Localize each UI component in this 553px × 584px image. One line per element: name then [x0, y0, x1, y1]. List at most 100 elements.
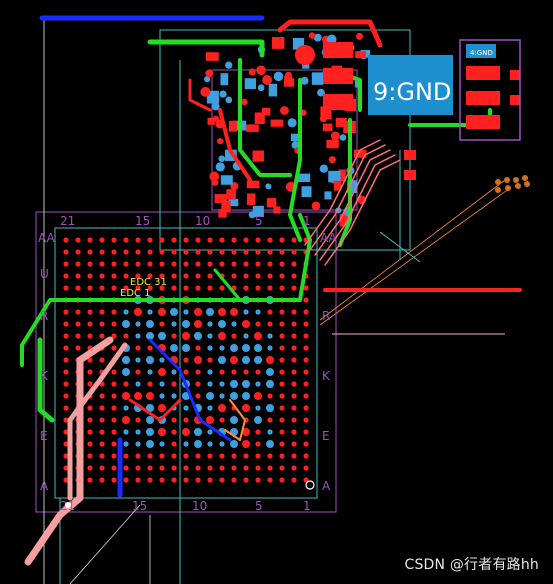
top-pad[interactable]: [206, 96, 220, 104]
bga-ball[interactable]: [231, 249, 237, 255]
bga-ball[interactable]: [303, 321, 309, 327]
bga-ball[interactable]: [135, 465, 141, 471]
bga-ball[interactable]: [267, 453, 273, 459]
bga-ball[interactable]: [63, 357, 69, 363]
bga-ball[interactable]: [207, 273, 213, 279]
trace-red-bga-1[interactable]: [128, 398, 182, 422]
top-pad[interactable]: [353, 149, 367, 158]
bga-ball[interactable]: [63, 453, 69, 459]
bga-ball[interactable]: [63, 249, 69, 255]
trace-red-top[interactable]: [277, 19, 383, 48]
bga-ball[interactable]: [291, 309, 297, 315]
top-pad[interactable]: [248, 68, 256, 76]
bga-ball[interactable]: [242, 428, 250, 436]
bga-ball[interactable]: [122, 392, 130, 400]
bga-ball[interactable]: [207, 249, 213, 255]
bga-ball[interactable]: [218, 320, 226, 328]
bga-ball[interactable]: [171, 477, 177, 483]
bga-ball[interactable]: [303, 381, 309, 387]
bga-ball[interactable]: [159, 477, 165, 483]
bga-ball[interactable]: [159, 321, 165, 327]
bga-ball[interactable]: [99, 405, 105, 411]
top-pad[interactable]: [257, 84, 265, 92]
top-pad[interactable]: [228, 198, 239, 207]
trace-green-top[interactable]: [147, 39, 265, 58]
bga-ball[interactable]: [230, 344, 238, 352]
top-pad[interactable]: [291, 141, 300, 149]
bga-ball[interactable]: [255, 441, 261, 447]
bga-ball[interactable]: [207, 441, 213, 447]
bga-ball[interactable]: [75, 345, 81, 351]
bga-ball[interactable]: [279, 261, 285, 267]
bga-ball[interactable]: [266, 368, 274, 376]
bga-ball[interactable]: [123, 477, 129, 483]
top-pad[interactable]: [355, 51, 366, 59]
bga-ball[interactable]: [279, 429, 285, 435]
bga-ball[interactable]: [195, 285, 201, 291]
bga-ball[interactable]: [75, 333, 81, 339]
bga-ball[interactable]: [218, 404, 226, 412]
bga-ball[interactable]: [254, 416, 262, 424]
bga-ball[interactable]: [122, 416, 130, 424]
top-pad[interactable]: [205, 52, 219, 61]
bga-ball[interactable]: [267, 465, 273, 471]
bga-ball[interactable]: [75, 249, 81, 255]
orange-via[interactable]: [524, 181, 530, 187]
trace-bus-5[interactable]: [324, 159, 401, 266]
bga-ball[interactable]: [243, 285, 249, 291]
bga-ball[interactable]: [87, 465, 93, 471]
top-pad[interactable]: [330, 131, 340, 141]
bga-ball[interactable]: [219, 453, 225, 459]
bga-ball[interactable]: [158, 368, 166, 376]
bga-ball[interactable]: [63, 429, 69, 435]
bga-ball[interactable]: [135, 429, 141, 435]
top-pad[interactable]: [328, 170, 341, 183]
bga-ball[interactable]: [122, 356, 130, 364]
bga-ball[interactable]: [123, 453, 129, 459]
trace-green-long[interactable]: [20, 213, 312, 367]
bga-ball[interactable]: [123, 285, 129, 291]
pad-small-2[interactable]: [404, 170, 416, 180]
bga-ball[interactable]: [303, 333, 309, 339]
bga-ball[interactable]: [111, 465, 117, 471]
bga-ball[interactable]: [279, 357, 285, 363]
orange-via[interactable]: [505, 185, 511, 191]
bga-ball[interactable]: [218, 332, 226, 340]
bga-ball[interactable]: [159, 441, 165, 447]
bga-ball[interactable]: [63, 441, 69, 447]
bga-ball[interactable]: [87, 405, 93, 411]
bga-ball[interactable]: [87, 357, 93, 363]
bga-ball[interactable]: [75, 237, 81, 243]
bga-ball[interactable]: [111, 321, 117, 327]
bga-ball[interactable]: [183, 417, 189, 423]
top-pad[interactable]: [287, 118, 297, 128]
bga-ball[interactable]: [231, 477, 237, 483]
bga-ball[interactable]: [122, 320, 130, 328]
orange-via[interactable]: [495, 179, 501, 185]
bga-ball[interactable]: [147, 237, 153, 243]
bga-ball[interactable]: [147, 369, 153, 375]
top-pad[interactable]: [214, 194, 228, 204]
bga-ball[interactable]: [254, 392, 262, 400]
top-pad[interactable]: [268, 83, 278, 97]
top-pad[interactable]: [326, 34, 337, 45]
bga-ball[interactable]: [146, 428, 154, 436]
bga-ball[interactable]: [267, 429, 273, 435]
bga-ball[interactable]: [254, 332, 262, 340]
bga-ball[interactable]: [87, 309, 93, 315]
bga-ball[interactable]: [219, 261, 225, 267]
bga-ball[interactable]: [183, 405, 189, 411]
top-pad[interactable]: [265, 183, 272, 190]
bga-ball[interactable]: [63, 369, 69, 375]
top-pad[interactable]: [228, 120, 237, 132]
bga-ball[interactable]: [242, 320, 250, 328]
top-pad[interactable]: [252, 205, 264, 218]
bga-ball[interactable]: [183, 369, 189, 375]
bga-ball[interactable]: [63, 345, 69, 351]
bga-ball[interactable]: [207, 453, 213, 459]
bga-ball[interactable]: [230, 308, 238, 316]
bga-ball[interactable]: [171, 285, 177, 291]
top-pad[interactable]: [207, 117, 215, 125]
bga-ball[interactable]: [231, 237, 237, 243]
